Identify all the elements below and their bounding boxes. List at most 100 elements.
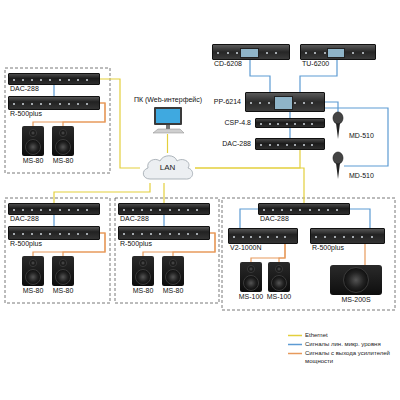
front-led [311,102,313,104]
line-signal-wire [289,128,290,138]
front-led [266,52,268,54]
front-led [352,52,354,54]
tweeter [169,259,177,267]
woofer [343,267,369,293]
front-led [13,209,15,211]
front-led [311,123,313,125]
device-label: MS-80 [52,287,75,295]
front-led [22,233,24,235]
front-led [250,102,252,104]
legend-line [288,344,302,346]
front-led [294,102,296,104]
ethernet-wire [167,134,168,153]
front-led [371,236,373,238]
display-window [240,48,259,58]
rack-device: DAC-288 [255,138,325,150]
front-led [303,102,305,104]
computer: ПК (Web-интерфейс) [150,106,186,134]
front-led [250,236,252,238]
front-led [178,233,180,235]
front-led [141,209,143,211]
legend-line [288,353,302,355]
front-led [324,52,326,54]
front-led [49,79,51,81]
front-led [361,236,363,238]
front-led [299,209,301,211]
mic-head [333,112,343,124]
subwoofer: MS-200S [330,265,382,295]
front-led [217,52,219,54]
front-led [40,209,42,211]
device-label: R-500plus [311,244,345,252]
front-led [178,209,180,211]
front-led [68,103,70,105]
front-led [31,79,33,81]
rack-player: TU-6200 [300,44,376,60]
device-label: DAC-288 [221,140,252,148]
display-window [327,48,345,58]
front-led [77,233,79,235]
tweeter [29,259,37,267]
device-label: LAN [159,163,177,172]
front-led [31,103,33,105]
front-led [281,209,283,211]
loudspeaker: MS-80 [162,256,184,286]
front-led [132,233,134,235]
line-signal-wire [350,209,370,228]
mic-head [333,152,343,164]
device-label: R-500plus [119,240,153,248]
front-led [314,52,316,54]
front-led [49,233,51,235]
front-led [294,123,296,125]
front-led [196,209,198,211]
ethernet-wire [195,150,300,168]
tweeter [29,129,37,137]
front-led [68,233,70,235]
woofer [25,139,41,155]
mic-handle [336,163,340,179]
line-signal-wire [240,209,258,228]
loudspeaker: MS-80 [52,126,74,156]
front-led [352,236,354,238]
mic-handle [336,123,340,139]
tweeter [59,259,67,267]
woofer [271,275,287,291]
front-led [49,103,51,105]
front-led [13,233,15,235]
front-led [286,123,288,125]
loudspeaker: MS-80 [22,256,44,286]
tweeter [247,265,255,273]
rack-player: CD-6208 [212,44,290,60]
device-label: MS-80 [22,287,45,295]
line-signal-wire [325,102,338,112]
front-led [315,236,317,238]
tweeter [275,265,283,273]
monitor-frame [154,107,182,125]
front-led [86,103,88,105]
front-led [40,79,42,81]
front-led [242,236,244,238]
line-signal-wire [53,85,54,96]
front-led [31,209,33,211]
legend-text: Ethernet [305,332,395,339]
woofer [243,275,259,291]
speaker-wire [364,244,365,265]
front-led [77,209,79,211]
dashed-group [5,198,110,303]
loudspeaker: MS-80 [52,256,74,286]
front-led [233,236,235,238]
front-led [187,233,189,235]
device-label: MS-100 [266,293,293,301]
front-led [303,123,305,125]
device-label: CD-6208 [213,60,243,68]
dashed-group [222,198,395,310]
legend-text: Сигналы с выхода усилителей мощности [305,350,395,364]
front-led [31,233,33,235]
front-led [284,236,286,238]
loudspeaker: MS-100 [268,262,290,292]
legend: EthernetСигналы лин. микр. уровняСигналы… [288,332,396,367]
device-label: MS-80 [52,157,75,165]
front-led [123,233,125,235]
front-led [263,209,265,211]
